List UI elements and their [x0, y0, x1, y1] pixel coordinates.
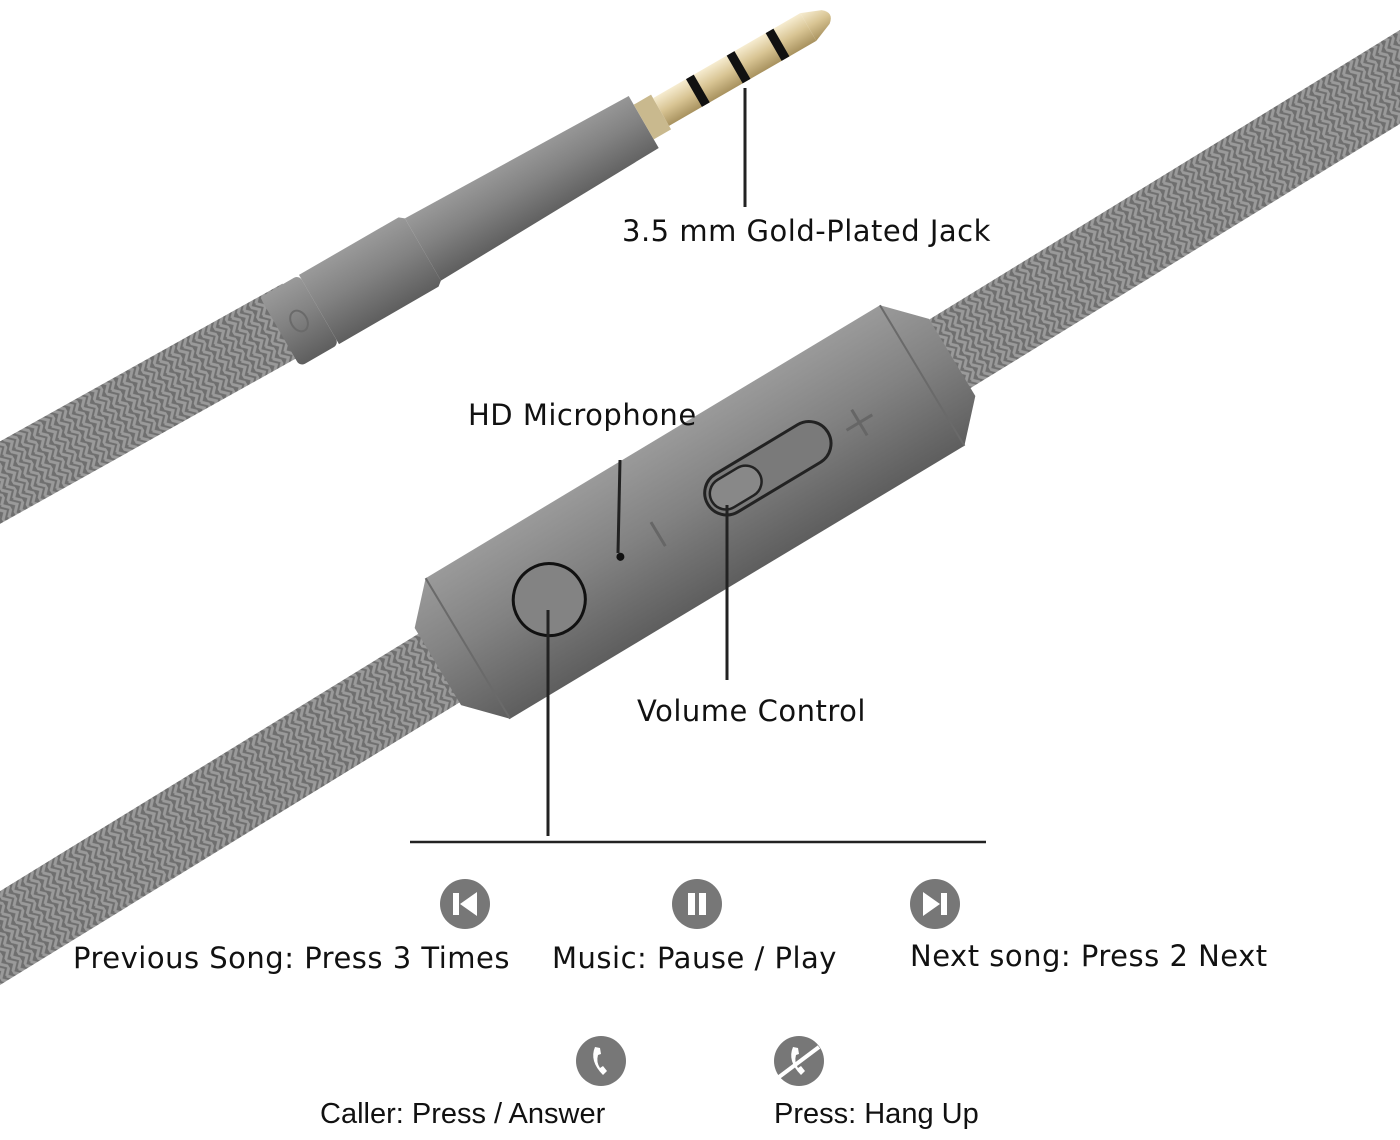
next-track-icon	[910, 879, 960, 929]
answer-call-label: Caller: Press / Answer	[320, 1098, 606, 1130]
microphone-hole	[616, 552, 625, 561]
minus-mark	[649, 521, 667, 547]
callout-lines	[410, 88, 986, 844]
previous-track-icon	[440, 879, 490, 929]
volume-label: Volume Control	[637, 694, 866, 728]
plus-mark	[845, 408, 874, 437]
audio-jack	[262, 10, 831, 365]
pause-icon	[672, 879, 722, 929]
multifunction-button	[511, 562, 587, 638]
phone-hangup-icon	[774, 1036, 824, 1086]
pause-play-label: Music: Pause / Play	[552, 941, 837, 975]
inline-remote	[414, 304, 976, 720]
jack-label: 3.5 mm Gold-Plated Jack	[622, 214, 991, 248]
upper-cable	[0, 283, 318, 524]
phone-answer-icon	[576, 1036, 626, 1086]
previous-song-label: Previous Song: Press 3 Times	[73, 941, 510, 975]
next-song-label: Next song: Press 2 Next	[910, 939, 1268, 973]
microphone-label: HD Microphone	[468, 398, 697, 432]
hang-up-label: Press: Hang Up	[774, 1098, 979, 1130]
